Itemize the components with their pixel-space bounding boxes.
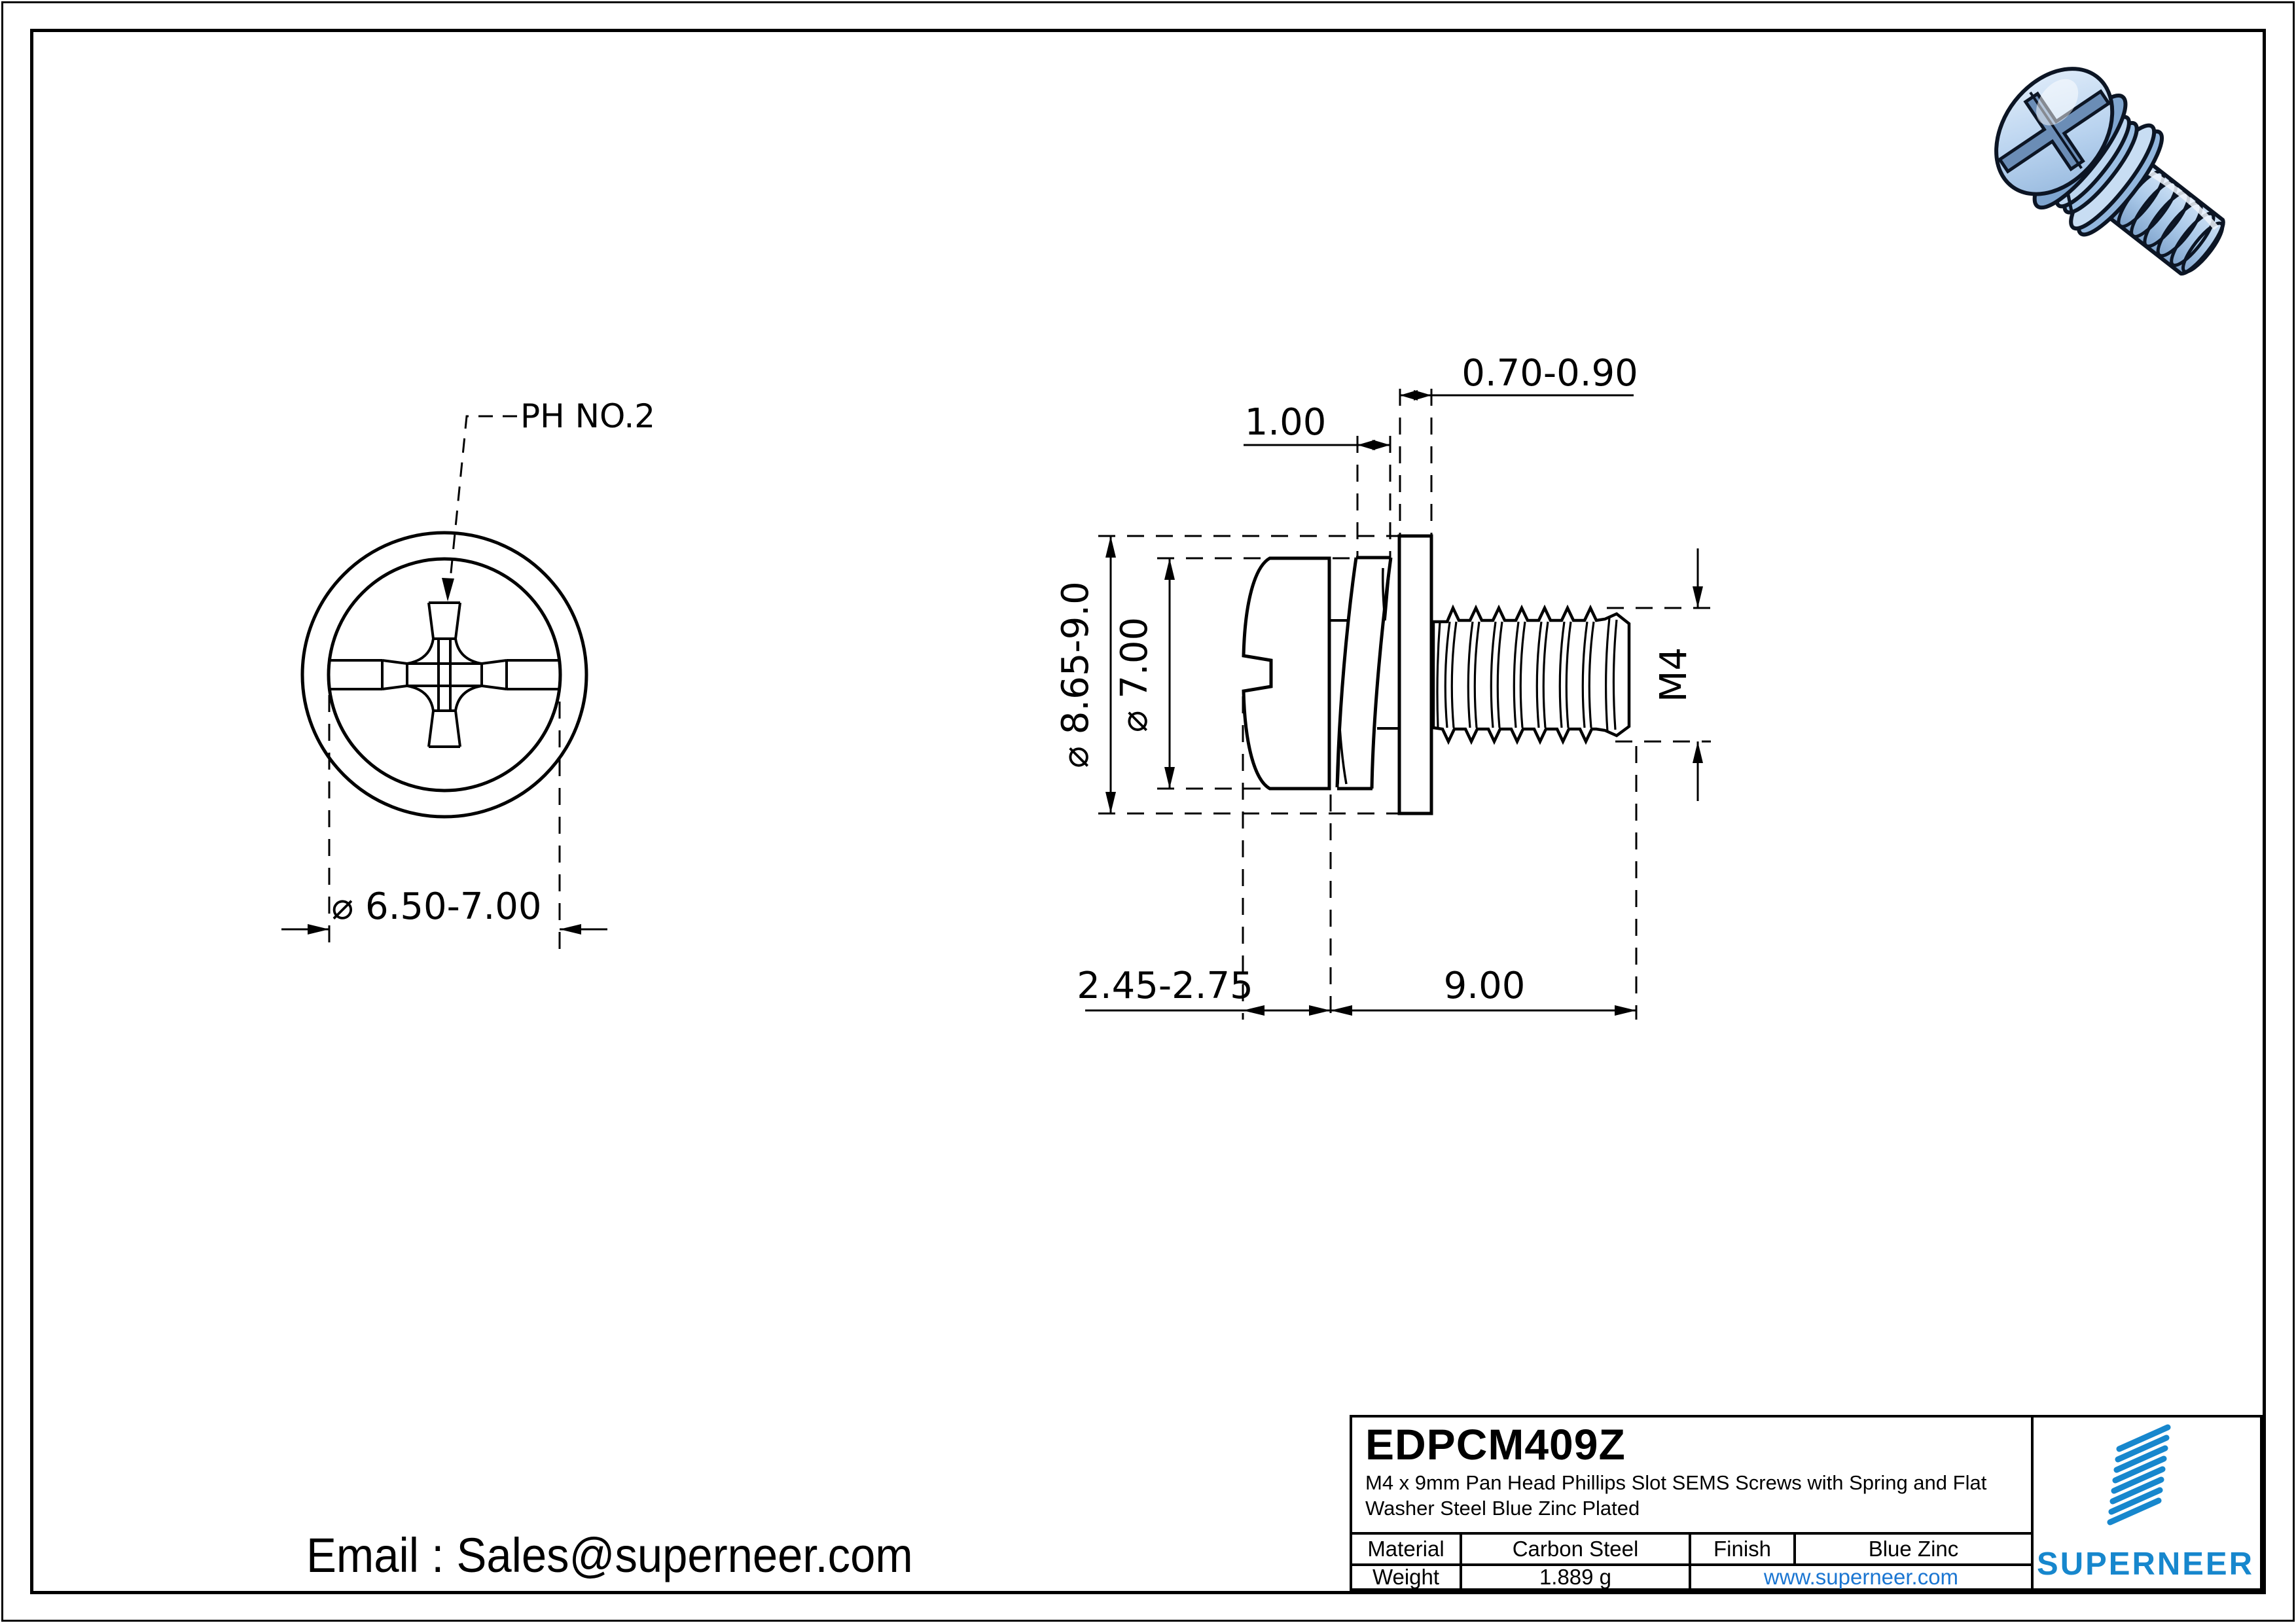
side-extension-lines <box>1098 389 1711 1020</box>
front-head-outline <box>327 557 562 793</box>
superneer-logo-icon <box>2107 1424 2171 1525</box>
contact-email: Email : Sales@superneer.com <box>306 1528 913 1582</box>
svg-text:⌀ 8.65-9.0: ⌀ 8.65-9.0 <box>1054 581 1097 768</box>
dim-thread-length-text: 9.00 <box>1444 965 1526 1007</box>
front-view: PH NO.2 ⌀ 6.50-7.00 <box>281 397 655 949</box>
sheet-inner-border <box>30 29 2266 1594</box>
finish-value: Blue Zinc <box>1868 1537 1959 1561</box>
dim-head-height-text: 2.45-2.75 <box>1077 965 1253 1007</box>
front-diameter-dimension: ⌀ 6.50-7.00 <box>281 695 607 949</box>
svg-text:0.70-0.90: 0.70-0.90 <box>1462 352 1638 395</box>
title-block-main: EDPCM409Z M4 x 9mm Pan Head Phillips Slo… <box>1352 1418 2034 1589</box>
side-thread-outline <box>1431 604 1631 745</box>
part-header: EDPCM409Z M4 x 9mm Pan Head Phillips Slo… <box>1352 1418 2031 1532</box>
svg-text:1.00: 1.00 <box>1245 401 1327 444</box>
dim-spring-thickness: 1.00 <box>1244 401 1390 450</box>
front-diameter-text: ⌀ 6.50-7.00 <box>331 885 541 928</box>
dim-head-diameter: ⌀ 7.00 <box>1113 558 1175 789</box>
part-description-line1: M4 x 9mm Pan Head Phillips Slot SEMS Scr… <box>1365 1471 1987 1494</box>
side-head-outline <box>1242 556 1331 791</box>
leader-arrowhead <box>442 578 454 601</box>
ph-callout-label: PH NO.2 <box>520 397 655 435</box>
ph-callout-leader <box>442 415 517 601</box>
dim-head-height-and-length: 2.45-2.75 9.00 <box>1077 965 1636 1016</box>
weight-label: Weight <box>1352 1565 1462 1589</box>
part-description-line2: Washer Steel Blue Zinc Plated <box>1365 1497 1640 1520</box>
screw-3d-preview <box>1994 67 2225 276</box>
part-description: M4 x 9mm Pan Head Phillips Slot SEMS Scr… <box>1365 1470 2020 1521</box>
svg-text:⌀ 7.00: ⌀ 7.00 <box>1113 617 1156 732</box>
side-spring-washer <box>1335 556 1393 791</box>
title-block: EDPCM409Z M4 x 9mm Pan Head Phillips Slo… <box>1350 1415 2263 1591</box>
svg-text:M4: M4 <box>1653 647 1695 702</box>
side-flat-washer <box>1397 534 1433 815</box>
dim-washer-diameter: ⌀ 8.65-9.0 <box>1054 536 1116 813</box>
brand-wordmark: SUPERNEER <box>2037 1546 2254 1582</box>
weight-website-row: Weight 1.889 g www.superneer.com <box>1352 1563 2031 1589</box>
side-shank-hidden-edges <box>1329 619 1399 730</box>
weight-value: 1.889 g <box>1462 1565 1691 1589</box>
website-link[interactable]: www.superneer.com <box>1763 1565 1959 1589</box>
material-label: Material <box>1352 1535 1462 1563</box>
front-phillips-recess <box>406 601 482 748</box>
dim-thread-spec: M4 <box>1653 548 1703 801</box>
part-number: EDPCM409Z <box>1365 1420 1626 1469</box>
material-finish-row: Material Carbon Steel Finish Blue Zinc <box>1352 1532 2031 1563</box>
side-view: 1.00 0.70-0.90 ⌀ 8.65-9.0 ⌀ 7.00 <box>1054 352 1711 1020</box>
material-value: Carbon Steel <box>1462 1535 1691 1563</box>
front-slot <box>330 659 559 690</box>
3d-thread-ridges <box>2117 169 2225 274</box>
front-washer-outline <box>300 531 588 819</box>
side-thread-helix-lines <box>1436 617 1618 732</box>
brand-cell: SUPERNEER <box>2031 1418 2260 1588</box>
finish-label: Finish <box>1691 1535 1796 1563</box>
dim-washer-thickness: 0.70-0.90 <box>1400 352 1638 401</box>
